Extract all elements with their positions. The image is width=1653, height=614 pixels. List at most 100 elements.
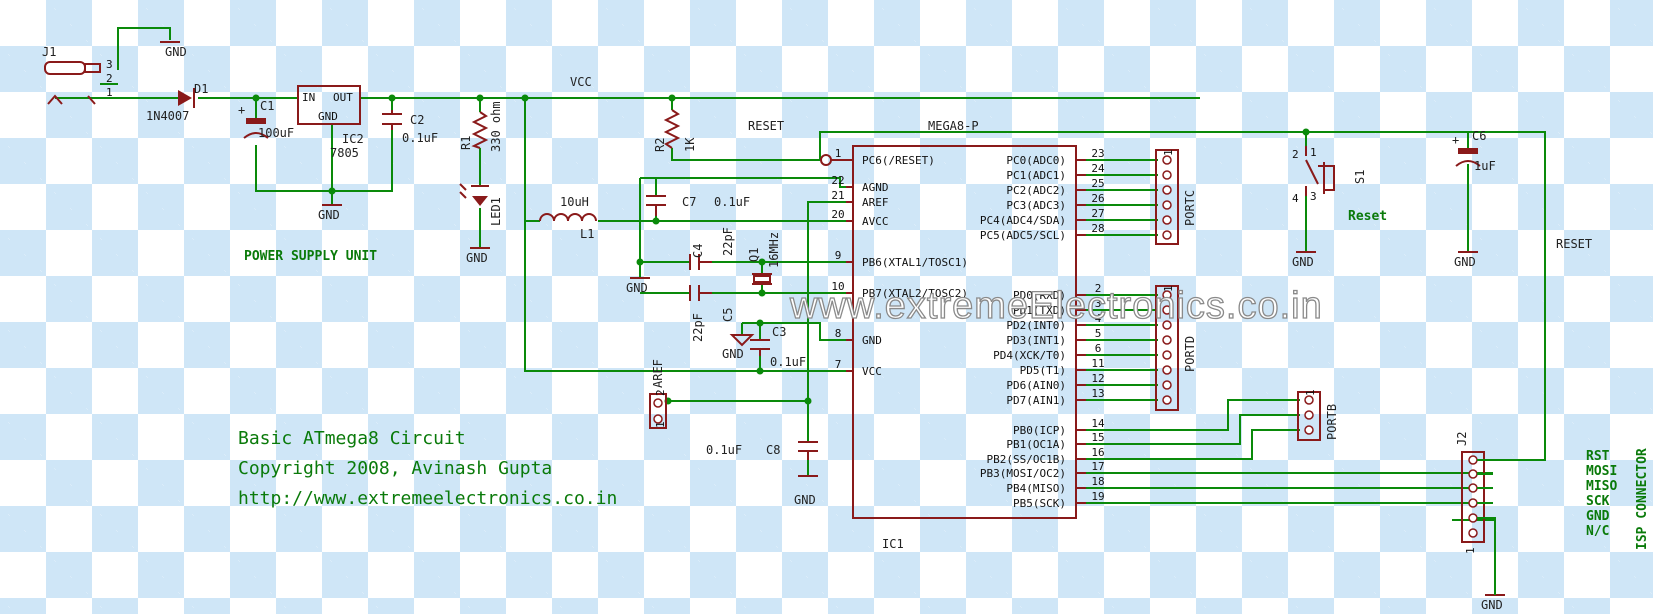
mcu-pin-number: 5 [1095,327,1102,340]
mcu-pin-number: 16 [1091,446,1104,459]
ic2-regulator: IN OUT GND IC2 7805 [297,85,364,160]
s1-value: Reset [1348,209,1387,224]
j2-ref: J2 [1455,432,1469,446]
mcu-pin-name: PD4(XCK/T0) [993,349,1066,362]
wires [55,27,1546,595]
q1-ref: Q1 [747,248,761,262]
mcu-pin-number: 22 [831,174,844,187]
mcu-pin-name: PB4(MISO) [1006,482,1066,495]
c1-value: 100uF [258,126,294,140]
mcu-pin-number: 25 [1091,177,1104,190]
gnd-label-led: GND [466,251,488,265]
isp-rst: RST [1586,449,1610,464]
mcu-pin-name: VCC [862,365,882,378]
mcu-pin-number: 2 [1095,282,1102,295]
ic2-pin-out: OUT [333,91,353,104]
portc-ref: PORTC [1183,190,1197,226]
net-vcc: VCC [570,75,592,89]
q1-crystal: Q1 16MHz [747,232,781,285]
mcu-pin-number: 9 [835,249,842,262]
c1-ref: C1 [260,99,274,113]
c4-value: 22pF [721,227,735,256]
mcu-pin-name: AVCC [862,215,889,228]
mcu-pin-number: 28 [1091,222,1104,235]
mcu-right-pins: PC0(ADC0)23PC1(ADC1)24PC2(ADC2)25PC3(ADC… [980,147,1105,510]
mcu-pin-number: 17 [1091,460,1104,473]
mcu-pin-number: 6 [1095,342,1102,355]
c3-value: 0.1uF [770,355,806,369]
c6-ref: C6 [1472,129,1486,143]
c8-ref: C8 [766,443,780,457]
mcu-pin-number: 24 [1091,162,1105,175]
mcu-pin-name: PC6(/RESET) [862,154,935,167]
r1-ref: R1 [459,136,473,150]
c1-capacitor: + C1 100uF [238,99,294,140]
mcu-pin-number: 4 [1095,312,1102,325]
mcu-pin-number: 14 [1091,417,1105,430]
mcu-pin-name: PD1(TXD) [1013,304,1066,317]
mcu-pin-name: AGND [862,181,889,194]
isp-gnd: GND [1586,509,1610,524]
gnd-label-c8: GND [794,493,816,507]
portb-header: 1 PORTB [1297,389,1339,441]
c6-plus: + [1452,133,1459,147]
mcu-pin-number: 12 [1091,372,1104,385]
junctions [252,94,1310,405]
mcu-pin-name: PC3(ADC3) [1006,199,1066,212]
c4-ref: C4 [691,244,705,258]
mcu-ref: IC1 [882,537,904,551]
d1-ref: D1 [194,82,208,96]
d1-diode: D1 1N4007 [146,82,208,123]
mcu-pin-name: PB5(SCK) [1013,497,1066,510]
j1-jack: J1 3 2 1 [42,45,113,105]
mcu-pin-name: PC0(ADC0) [1006,154,1066,167]
mcu-pin-name: PD3(INT1) [1006,334,1066,347]
mcu-pin-name: PC2(ADC2) [1006,184,1066,197]
j1-pin2: 2 [106,72,113,85]
mcu-pin-name: GND [862,334,882,347]
gnd-label-j1: GND [165,45,187,59]
c8-capacitor: 0.1uF C8 [706,441,818,460]
mcu-pin-number: 10 [831,280,844,293]
mcu-pin-number: 15 [1091,431,1104,444]
r2-ref: R2 [653,138,667,152]
c7-value: 0.1uF [714,195,750,209]
c2-ref: C2 [410,113,424,127]
mcu-pin-number: 1 [835,147,842,160]
s1-switch: 2 1 4 3 S1 Reset [1292,146,1387,224]
mcu-pin-number: 8 [835,327,842,340]
mcu-pin-number: 21 [831,189,844,202]
aref-pin1: 1 [654,421,667,428]
gnd-symbols: GND GND GND GND GND GND GND GND GND [160,41,1505,612]
portb-pin1: 1 [1304,389,1317,396]
j2-isp-header: J2 1 [1455,432,1496,595]
s1-pin4: 4 [1292,192,1299,205]
mcu-pin-name: PD7(AIN1) [1006,394,1066,407]
mcu-pin-name: PB0(ICP) [1013,424,1066,437]
mcu-name: MEGA8-P [928,119,979,133]
gnd-label-isp: GND [1481,598,1503,612]
isp-miso: MISO [1586,479,1617,494]
c5-ref: C5 [721,308,735,322]
mcu-pin-number: 18 [1091,475,1104,488]
gnd-label-c6: GND [1454,255,1476,269]
isp-mosi: MOSI [1586,464,1617,479]
title-line-1: Basic ATmega8 Circuit [238,428,466,449]
title-line-2: Copyright 2008, Avinash Gupta [238,458,552,479]
portd-header: 1 PORTD [1155,285,1197,411]
c3-capacitor: C3 0.1uF [750,325,806,369]
mcu-pin-name: PB1(OC1A) [1006,438,1066,451]
mcu-pin-number: 3 [1095,297,1102,310]
s1-pin1: 1 [1310,146,1317,159]
mcu-pin-number: 11 [1091,357,1104,370]
mcu-pin-name: PD0(RXD) [1013,289,1066,302]
c5-capacitor: C5 22pF [689,285,735,342]
isp-connector-title: ISP CONNECTOR [1635,448,1650,550]
c4-capacitor: C4 22pF [689,227,735,270]
gnd-label-ic2: GND [318,208,340,222]
mcu-left-pins: 1PC6(/RESET)22AGND21AREF20AVCC9PB6(XTAL1… [831,147,968,378]
c7-capacitor: C7 0.1uF [646,195,750,216]
j1-ref: J1 [42,45,56,59]
mcu-pin-name: PC5(ADC5/SCL) [980,229,1066,242]
